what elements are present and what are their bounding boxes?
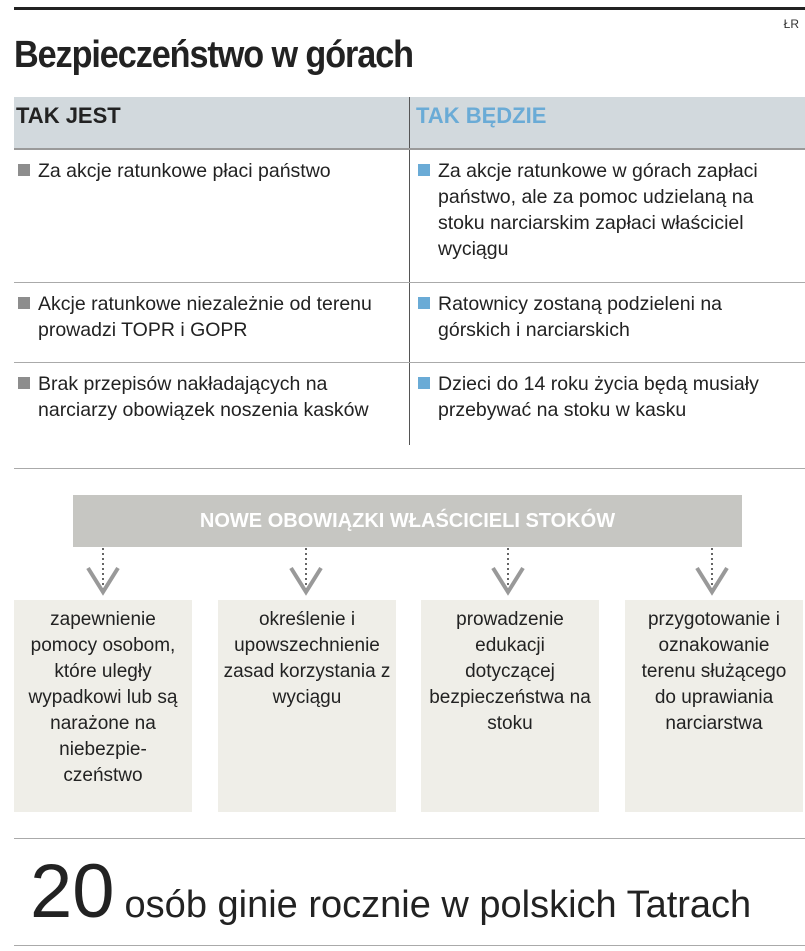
duty-box: prowadzenie edukacji dotyczącej bezpiecz… [421,600,599,812]
divider [14,838,805,839]
stat-text: osób ginie rocznie w polskich Tatrach [124,884,752,926]
cell-text: Za akcje ratunkowe w górach zapłaci pańs… [438,160,758,260]
table-row: Akcje ratunkowe niezależnie od terenu pr… [14,283,805,363]
cell-text: Za akcje ratunkowe płaci państwo [38,160,331,182]
author-credit: ŁR [783,17,799,31]
arrow-down-icon [86,548,120,596]
arrow-down-icon [289,548,323,596]
cell-future: Za akcje ratunkowe w górach zapłaci pańs… [409,150,804,282]
page-title: Bezpieczeństwo w górach [14,34,414,76]
blue-square-bullet-icon [418,377,430,389]
header-future: TAK BĘDZIE [409,97,804,148]
top-rule [14,7,805,10]
cell-now: Brak przepisów nakładających na narciarz… [14,363,409,445]
blue-square-bullet-icon [418,297,430,309]
duty-box: określenie i upowszechnienie zasad korzy… [218,600,396,812]
cell-now: Akcje ratunkowe niezależnie od terenu pr… [14,283,409,362]
table-header: TAK JEST TAK BĘDZIE [14,97,805,150]
duty-box: przygotowanie i oznakowanie terenu służą… [625,600,803,812]
cell-text: Brak przepisów nakładających na narciarz… [38,373,369,421]
arrow-down-icon [695,548,729,596]
divider [14,945,805,946]
arrow-down-icon [491,548,525,596]
table-row: Brak przepisów nakładających na narciarz… [14,363,805,445]
gray-square-bullet-icon [18,377,30,389]
blue-square-bullet-icon [418,164,430,176]
cell-now: Za akcje ratunkowe płaci państwo [14,150,409,282]
cell-text: Dzieci do 14 roku życia będą musiały prz… [438,373,759,421]
cell-future: Dzieci do 14 roku życia będą musiały prz… [409,363,804,445]
gray-square-bullet-icon [18,164,30,176]
cell-text: Ratownicy zostaną podzieleni na górskich… [438,293,723,341]
duties-banner: NOWE OBOWIĄZKI WŁAŚCICIELI STOKÓW [73,495,742,547]
cell-text: Akcje ratunkowe niezależnie od terenu pr… [38,293,372,341]
cell-future: Ratownicy zostaną podzieleni na górskich… [409,283,804,362]
divider [14,468,805,469]
duty-box: zapewnienie pomocy osobom, które uległy … [14,600,192,812]
table-row: Za akcje ratunkowe płaci państwo Za akcj… [14,150,805,283]
header-now: TAK JEST [16,103,121,128]
comparison-table: TAK JEST TAK BĘDZIE Za akcje ratunkowe p… [14,97,805,445]
stat-number: 20 [30,849,115,934]
stat-line: 20 osób ginie rocznie w polskich Tatrach [30,852,751,932]
gray-square-bullet-icon [18,297,30,309]
